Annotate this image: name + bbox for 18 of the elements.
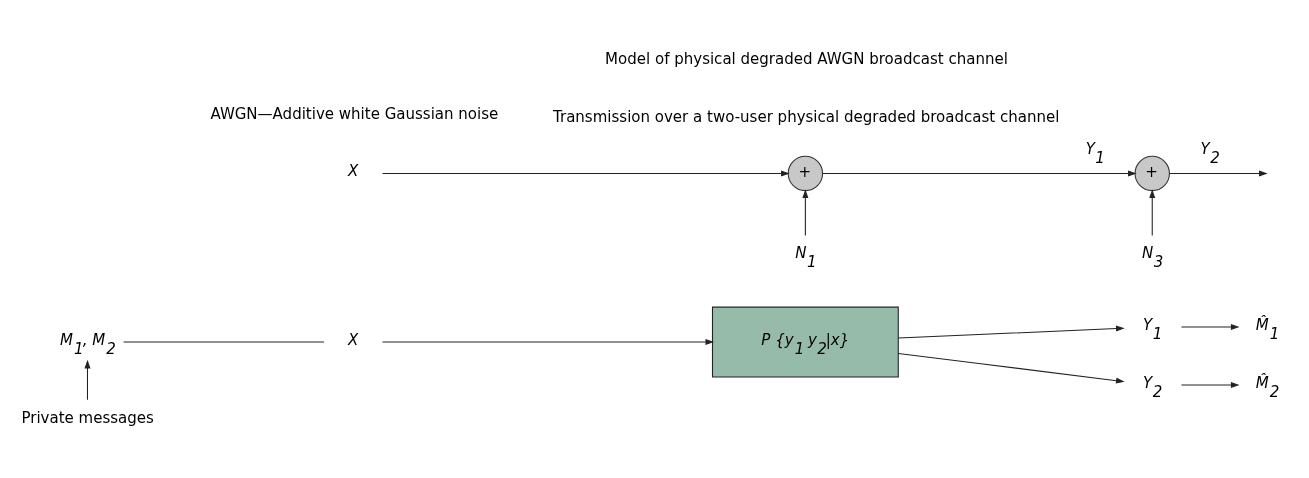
node-text: X [347,330,359,349]
arrow [84,359,91,400]
arrow [1180,323,1240,330]
arrow [381,169,790,176]
arrow [822,169,1137,176]
label: Model of physical degraded AWGN broadcast channel [605,49,1008,68]
arrow [381,338,715,345]
node-text: Private messages [21,408,154,427]
node-circle: + [1134,155,1170,191]
arrow [1180,381,1240,388]
arrow [897,352,1125,384]
arrow [802,188,809,236]
arrow [897,325,1125,339]
label: AWGN—Additive white Gaussian noise [210,104,499,123]
node-circle: + [787,155,824,191]
node-text: X [347,161,359,180]
arrow [1149,188,1156,236]
label: Transmission over a two-user physical degraded broadcast channel [553,107,1060,126]
